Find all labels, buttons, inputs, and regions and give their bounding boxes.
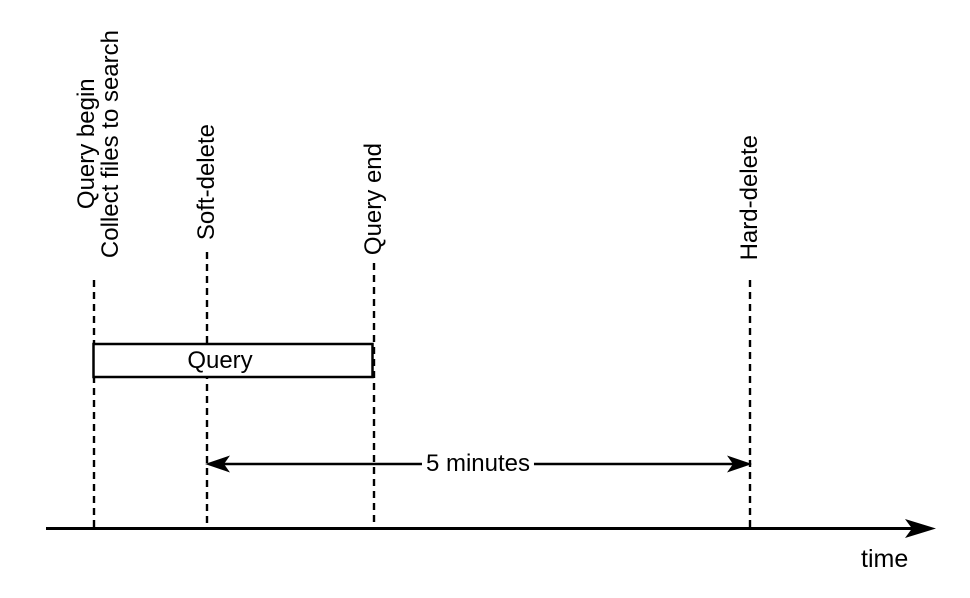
- milestone-label-soft-delete: Soft-delete: [193, 123, 220, 240]
- duration-label: 5 minutes: [421, 450, 535, 478]
- milestone-label-line: Query begin: [73, 78, 100, 210]
- time-axis-arrowhead-icon: [905, 519, 936, 538]
- milestone-label-line: Collect files to search: [97, 29, 124, 258]
- duration-arrowhead-left-icon: [205, 455, 230, 473]
- query-box-label: Query: [187, 347, 253, 374]
- milestone-label-query-begin: Query begin Collect files to search: [73, 29, 124, 258]
- time-axis-label: time: [861, 545, 909, 573]
- milestone-label-hard-delete: Hard-delete: [736, 134, 763, 260]
- duration-arrowhead-right-icon: [727, 455, 752, 473]
- query-interval-box: [92, 342, 374, 379]
- milestone-label-query-end: Query end: [360, 142, 387, 255]
